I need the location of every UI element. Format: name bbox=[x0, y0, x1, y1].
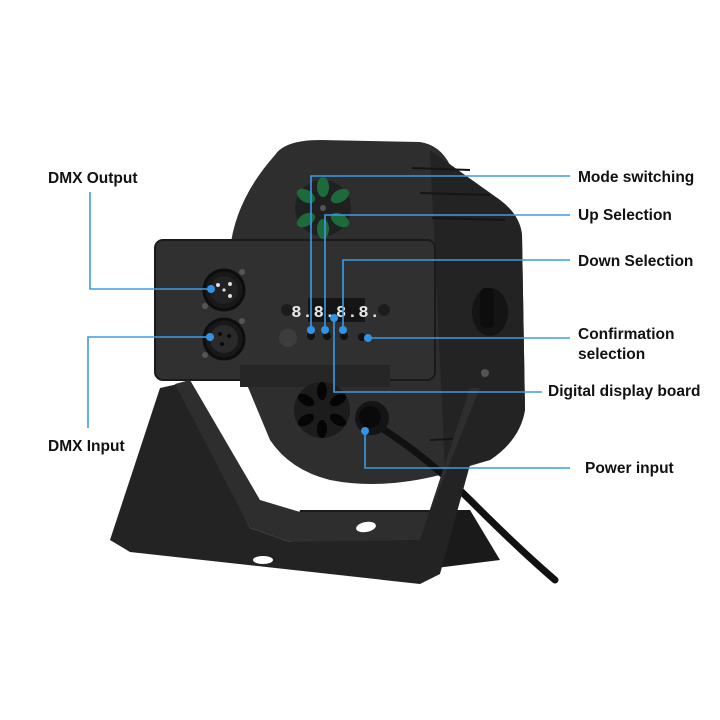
callout-lines bbox=[87, 175, 570, 469]
label-up-selection: Up Selection bbox=[578, 207, 672, 224]
label-dmx-input: DMX Input bbox=[48, 438, 125, 455]
power-connector bbox=[355, 401, 559, 584]
dmx-input-connector bbox=[202, 317, 246, 361]
callout-line-dmx-output bbox=[89, 192, 211, 290]
top-fan bbox=[295, 177, 351, 239]
label-dmx-output: DMX Output bbox=[48, 170, 138, 187]
panel-buttons bbox=[307, 332, 366, 341]
callout-line-up-selection bbox=[324, 214, 570, 330]
bottom-fan bbox=[294, 382, 350, 438]
label-digital-display-board: Digital display board bbox=[548, 383, 701, 400]
label-confirmation-line2: selection bbox=[578, 346, 646, 363]
label-confirmation-line1: Confirmation bbox=[578, 326, 675, 343]
dmx-output-connector bbox=[202, 268, 246, 312]
digital-display: 8.8.8.8. bbox=[291, 298, 381, 323]
mounting-bracket bbox=[110, 369, 490, 584]
svg-text:8.8.8.8.: 8.8.8.8. bbox=[291, 304, 381, 323]
callout-line-down-selection bbox=[342, 259, 570, 330]
label-mode-switching: Mode switching bbox=[578, 169, 695, 186]
callout-line-mode-switching bbox=[310, 175, 570, 330]
callout-line-dmx-input bbox=[87, 336, 210, 428]
label-power-input: Power input bbox=[585, 460, 674, 477]
side-knob bbox=[472, 288, 508, 336]
callout-line-digital-display bbox=[333, 318, 542, 393]
label-down-selection: Down Selection bbox=[578, 253, 694, 270]
callout-dots bbox=[206, 285, 372, 435]
callout-line-power-input bbox=[364, 431, 570, 469]
panel-grilles bbox=[279, 304, 390, 347]
